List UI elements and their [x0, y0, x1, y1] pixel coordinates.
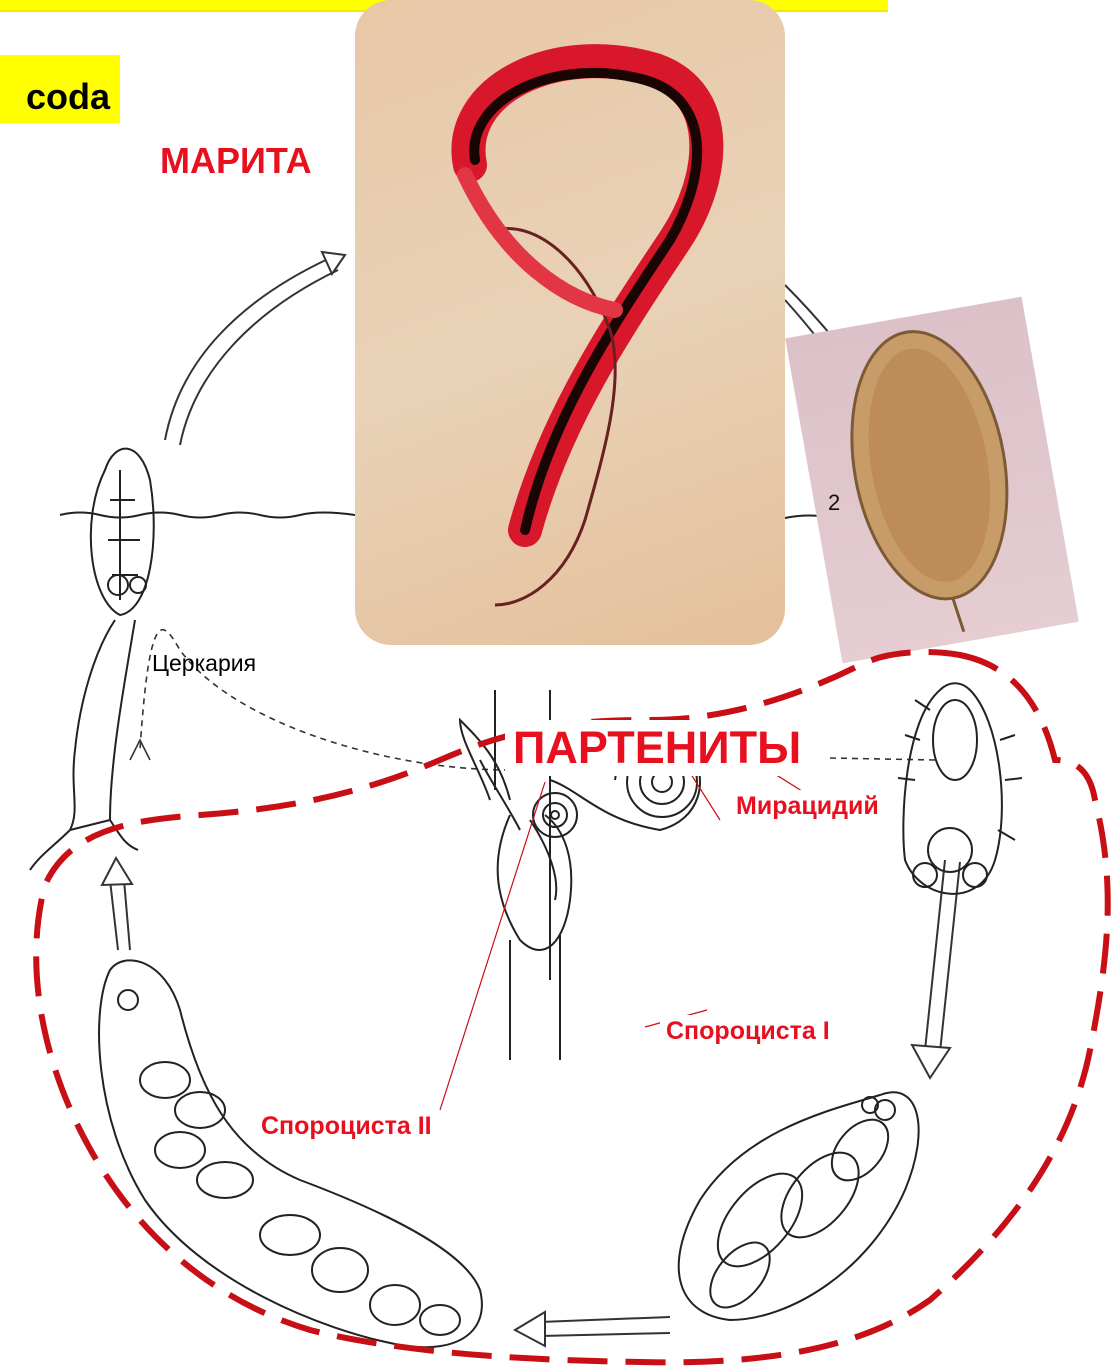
miracidium-label: Мирацидий: [730, 790, 885, 823]
parthenites-label: ПАРТЕНИТЫ: [505, 720, 809, 776]
cercaria-label: Церкария: [152, 650, 256, 677]
sporocyst-1-label: Спороциста I: [660, 1015, 836, 1048]
sporocyst-2-label: Спороциста II: [255, 1110, 438, 1143]
marita-label: МАРИТА: [160, 140, 312, 182]
egg-number-label: 2: [828, 490, 840, 516]
